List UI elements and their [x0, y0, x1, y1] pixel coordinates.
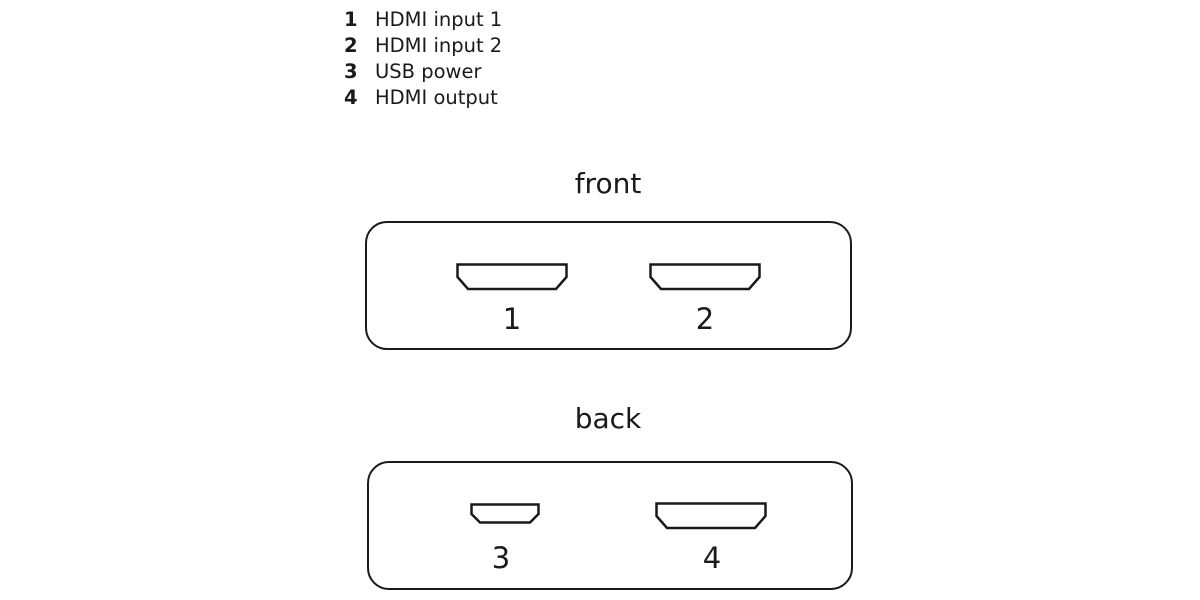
legend-number: 4	[344, 86, 358, 109]
legend-number: 1	[344, 8, 358, 31]
legend-label: USB power	[375, 60, 482, 83]
back-panel	[367, 461, 853, 590]
port-label-3: 3	[491, 541, 511, 575]
port-label-4: 4	[702, 541, 722, 575]
legend-number: 3	[344, 60, 358, 83]
hdmi-port-4-icon	[655, 502, 767, 530]
port-label-1: 1	[502, 302, 522, 336]
legend-item-hdmi-input-2: 2 HDMI input 2	[344, 33, 502, 59]
micro-usb-port-3-icon	[470, 503, 540, 524]
legend-label: HDMI input 2	[375, 34, 503, 57]
legend-number: 2	[344, 34, 358, 57]
hdmi-port-1-icon	[456, 263, 568, 291]
back-view-title: back	[574, 402, 642, 435]
hdmi-port-2-icon	[649, 263, 761, 291]
port-label-2: 2	[695, 302, 715, 336]
legend-item-hdmi-output: 4 HDMI output	[344, 85, 502, 111]
legend-label: HDMI output	[375, 86, 498, 109]
legend-item-hdmi-input-1: 1 HDMI input 1	[344, 7, 502, 33]
legend-item-usb-power: 3 USB power	[344, 59, 502, 85]
port-legend: 1 HDMI input 1 2 HDMI input 2 3 USB powe…	[344, 7, 502, 111]
legend-label: HDMI input 1	[375, 8, 503, 31]
front-panel	[365, 221, 852, 350]
front-view-title: front	[574, 167, 642, 200]
